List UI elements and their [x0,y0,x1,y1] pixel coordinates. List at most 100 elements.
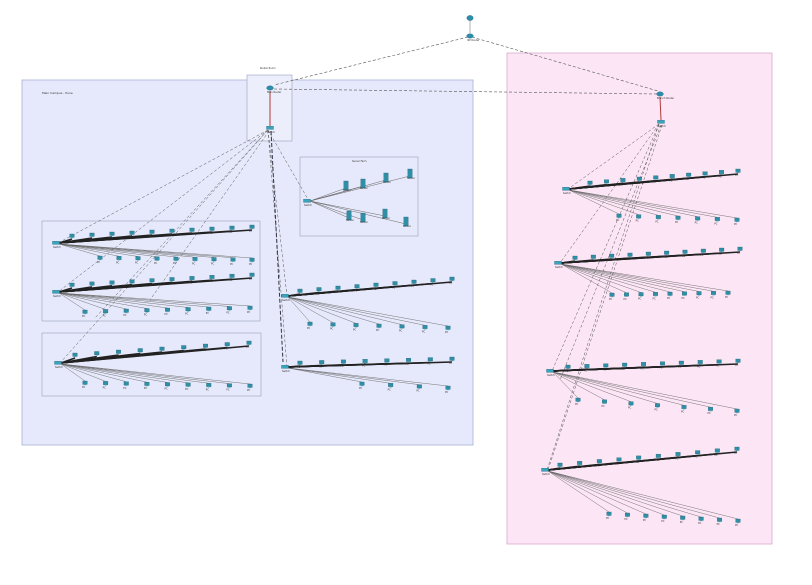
pc-icon[interactable] [406,357,412,363]
pc-icon[interactable] [661,514,667,520]
pc-icon[interactable] [430,278,436,283]
trunk-link[interactable] [149,130,270,301]
lan-link[interactable] [560,263,642,293]
pc-icon[interactable] [72,352,78,358]
pc-icon[interactable] [711,291,716,296]
lan-link[interactable] [58,243,196,258]
pc-icon[interactable] [211,257,217,262]
pc-icon[interactable] [392,281,398,286]
lan-link[interactable] [60,363,209,384]
pc-icon[interactable] [82,380,88,386]
pc-icon[interactable] [422,325,428,330]
pc-icon[interactable] [716,359,722,364]
lan-link[interactable] [547,470,683,517]
server-icon[interactable] [382,208,388,219]
pc-icon[interactable] [69,233,75,239]
pc-icon[interactable] [695,216,701,221]
lan-link[interactable] [547,470,665,516]
lan-link[interactable] [287,367,363,383]
pc-icon[interactable] [636,176,642,182]
pc-icon[interactable] [655,403,660,408]
pc-icon[interactable] [584,364,590,369]
pc-icon[interactable] [247,305,253,311]
pc-icon[interactable] [602,399,607,405]
switch-icon[interactable] [281,365,289,369]
server-link[interactable] [309,175,411,202]
trunk-link[interactable] [567,123,660,190]
pc-icon[interactable] [192,257,198,262]
lan-link[interactable] [568,189,659,216]
lan-link[interactable] [60,363,230,384]
pc-icon[interactable] [209,275,215,280]
pc-icon[interactable] [340,359,346,365]
switch-icon[interactable] [541,468,549,472]
lan-link[interactable] [58,292,147,309]
lan-link[interactable] [287,296,426,326]
pc-icon[interactable] [249,257,255,263]
pc-icon[interactable] [735,358,741,364]
pc-icon[interactable] [181,345,187,350]
switch-icon[interactable] [266,126,274,130]
lan-link[interactable] [60,363,251,385]
pc-icon[interactable] [388,383,394,388]
server-link[interactable] [309,187,347,202]
server-cluster[interactable] [299,156,419,237]
pc-icon[interactable] [297,288,303,294]
pc-icon[interactable] [622,362,628,368]
pc-icon[interactable] [620,178,626,183]
server-icon[interactable] [343,180,349,191]
pc-icon[interactable] [249,272,255,278]
server-link[interactable] [309,200,407,225]
server-link[interactable] [309,200,386,217]
pc-icon[interactable] [587,180,593,186]
lan-link[interactable] [568,189,639,215]
pc-icon[interactable] [226,306,232,311]
lan-link[interactable] [287,296,449,327]
lan-link[interactable] [58,243,101,257]
lan-link[interactable] [568,189,698,217]
pc-icon[interactable] [577,461,583,466]
pc-icon[interactable] [700,248,706,254]
lan-link[interactable] [552,371,738,410]
server-link[interactable] [309,200,364,221]
pc-icon[interactable] [725,290,731,296]
pc-icon[interactable] [103,309,109,314]
pc-icon[interactable] [557,462,563,468]
pc-icon[interactable] [129,279,135,284]
server-icon[interactable] [403,216,409,227]
pc-icon[interactable] [316,287,322,292]
pc-icon[interactable] [335,285,341,291]
pc-icon[interactable] [206,383,212,388]
trunk-link[interactable] [559,124,662,381]
lan-link[interactable] [568,189,620,215]
pc-icon[interactable] [399,324,405,329]
pc-icon[interactable] [165,307,170,313]
pc-icon[interactable] [680,515,686,521]
pc-icon[interactable] [89,281,95,287]
pc-icon[interactable] [116,349,121,355]
pc-icon[interactable] [734,217,740,223]
pc-icon[interactable] [655,215,661,220]
pc-icon[interactable] [681,405,687,410]
lan-link[interactable] [560,263,671,293]
lan-link[interactable] [552,371,685,406]
pc-icon[interactable] [675,215,681,221]
lan-link[interactable] [547,451,738,471]
pc-icon[interactable] [627,252,633,258]
pc-icon[interactable] [669,174,675,179]
lan-link[interactable] [560,251,741,264]
lan-link[interactable] [568,189,679,217]
pc-icon[interactable] [445,385,451,391]
pc-icon[interactable] [596,459,602,464]
lan-link[interactable] [287,367,391,384]
lan-link[interactable] [58,243,120,257]
pc-icon[interactable] [735,518,741,524]
lan-link[interactable] [287,367,449,387]
lan-link[interactable] [547,470,720,519]
server-icon[interactable] [360,212,366,223]
wan-link[interactable] [471,36,659,92]
pc-icon[interactable] [226,383,232,388]
lan-link[interactable] [560,263,729,292]
pc-icon[interactable] [123,381,129,386]
lan-link[interactable] [560,263,700,292]
